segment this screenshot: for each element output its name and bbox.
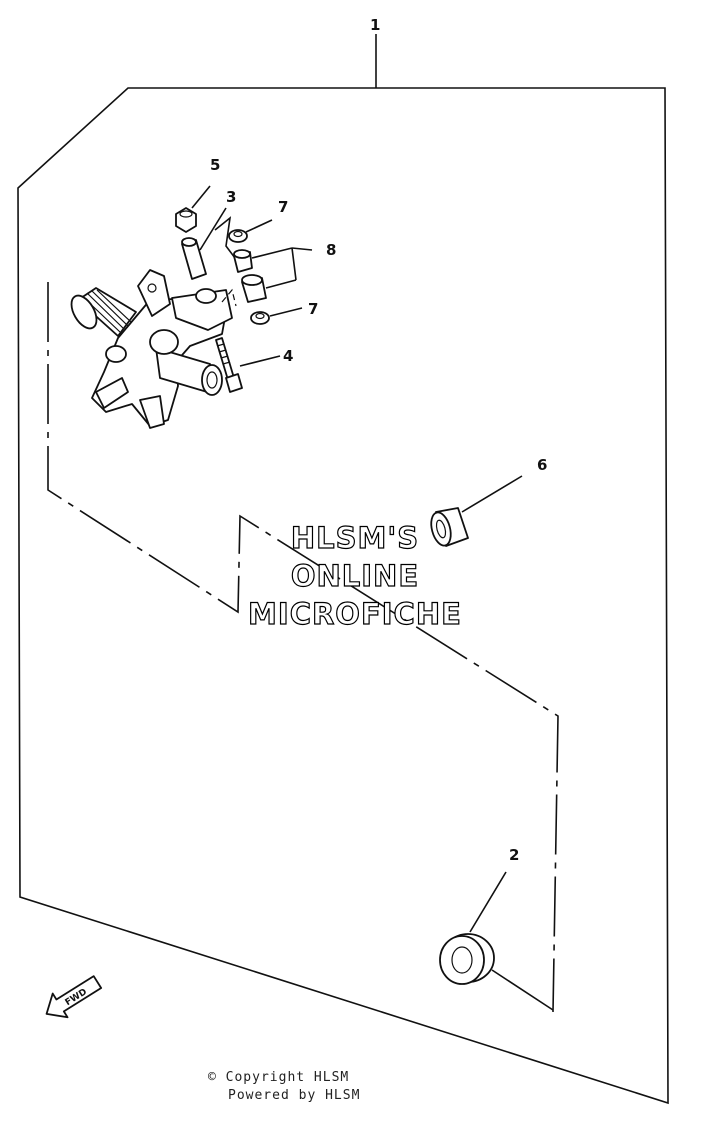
watermark-line-3: MICROFICHE xyxy=(248,597,462,631)
callout-7-lower: 7 xyxy=(308,300,318,318)
watermark-line-2: ONLINE xyxy=(291,559,419,593)
part-2-oil-seal xyxy=(439,871,554,1011)
part-7-washer-lower xyxy=(250,307,303,325)
fwd-arrow-icon: FWD xyxy=(45,975,103,1019)
callout-1: 1 xyxy=(370,16,380,34)
callout-8: 8 xyxy=(326,241,336,259)
shift-lever-assembly xyxy=(70,269,233,429)
callout-5: 5 xyxy=(210,156,220,174)
subassembly-boundary xyxy=(47,282,559,1013)
callout-3: 3 xyxy=(226,188,236,206)
callout-6: 6 xyxy=(537,456,547,474)
part-7-washer-upper xyxy=(228,219,273,243)
part-8-bushings xyxy=(233,247,313,303)
guide-line-upper xyxy=(221,288,237,307)
callout-4: 4 xyxy=(283,347,293,365)
copyright-text: © Copyright HLSM xyxy=(208,1070,350,1085)
part-5-nut xyxy=(175,185,211,233)
callout-7-upper: 7 xyxy=(278,198,288,216)
part-6-bushing xyxy=(430,475,523,547)
watermark-line-1: HLSM'S xyxy=(291,521,419,555)
part-3-pin xyxy=(181,207,239,280)
powered-by-text: Powered by HLSM xyxy=(228,1088,361,1103)
assembly-outline xyxy=(17,87,669,1105)
callout-2: 2 xyxy=(509,846,519,864)
part-4-bolt xyxy=(215,337,281,393)
